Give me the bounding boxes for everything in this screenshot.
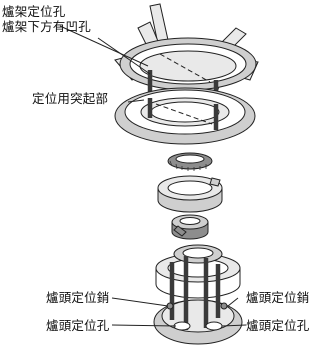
drip-tray — [114, 87, 256, 145]
label-burner-pin-right: 爐頭定位銷 — [246, 290, 310, 305]
label-grate-locating-hole: 爐架定位孔 — [2, 4, 66, 19]
label-burner-hole-right: 爐頭定位孔 — [246, 318, 310, 333]
burner-head-ring — [157, 175, 223, 213]
label-burner-hole-left: 爐頭定位孔 — [46, 318, 110, 333]
label-grate-bottom-notch: 爐架下方有凹孔 — [2, 19, 91, 34]
label-burner-pin-left: 爐頭定位銷 — [46, 290, 110, 305]
injector-cap — [171, 214, 209, 240]
label-locating-bump: 定位用突起部 — [32, 91, 109, 106]
leader-lines — [59, 25, 247, 327]
inner-flame-ring — [167, 152, 213, 171]
burner-base — [153, 244, 243, 345]
